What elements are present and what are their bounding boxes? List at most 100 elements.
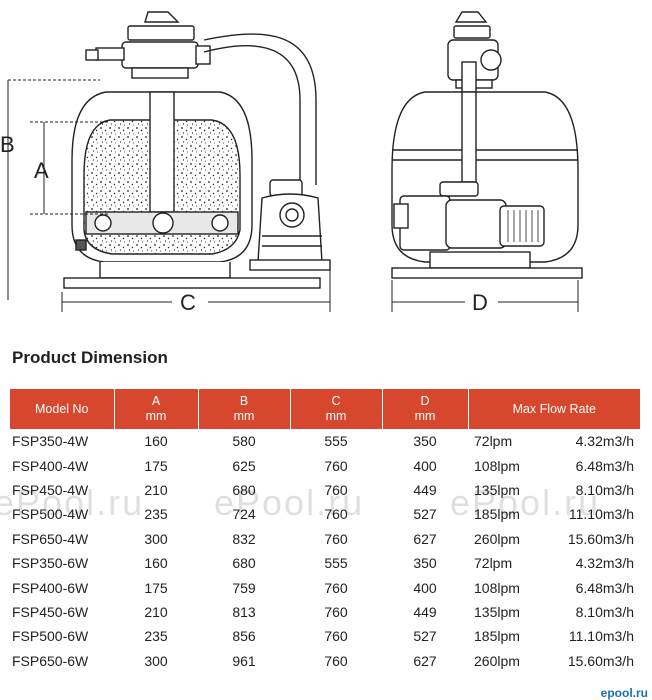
- cell-model: FSP500-4W: [12, 506, 89, 523]
- cell-a: 235: [144, 506, 168, 523]
- cell-max-flow: 185lpm 11.10m3/h: [468, 624, 640, 648]
- cell-max-flow: 108lpm 6.48m3/h: [468, 453, 640, 477]
- cell-model: FSP500-6W: [12, 628, 89, 645]
- header-b-unit: mm: [233, 409, 255, 423]
- cell-flow-m3h: 15.60m3/h: [567, 530, 634, 547]
- cell-a: 175: [144, 457, 168, 474]
- dimension-label-a: A: [34, 158, 49, 183]
- cell-d: 627: [413, 530, 437, 547]
- cell-c: 760: [324, 628, 348, 645]
- cell-flow-lpm: 260lpm: [474, 530, 520, 547]
- cell-a: 160: [144, 433, 168, 450]
- table-row: FSP350-6W 160 680 555 350 72lpm 4.32m3/h: [10, 551, 640, 575]
- cell-b: 724: [232, 506, 256, 523]
- cell-d: 527: [413, 506, 437, 523]
- cell-flow-lpm: 185lpm: [474, 628, 520, 645]
- corner-logo: epool.ru: [600, 686, 648, 700]
- cell-b: 580: [232, 433, 256, 450]
- cell-flow-m3h: 11.10m3/h: [568, 628, 634, 645]
- cell-flow-lpm: 72lpm: [474, 555, 513, 572]
- header-max-flow: Max Flow Rate: [468, 389, 640, 429]
- cell-d: 627: [413, 652, 437, 669]
- cell-d: 350: [413, 433, 437, 450]
- cell-d: 449: [413, 603, 437, 620]
- header-a-label: A: [151, 394, 161, 408]
- cell-flow-lpm: 108lpm: [474, 579, 520, 596]
- cell-flow-m3h: 4.32m3/h: [575, 433, 634, 450]
- header-a-unit: mm: [145, 409, 167, 423]
- cell-max-flow: 260lpm 15.60m3/h: [468, 527, 640, 551]
- cell-model: FSP650-4W: [12, 530, 89, 547]
- front-view: [63, 11, 331, 289]
- header-d-label: D: [420, 394, 430, 408]
- cell-model: FSP350-6W: [12, 555, 89, 572]
- cell-a: 300: [144, 530, 168, 547]
- cell-b: 680: [232, 481, 256, 498]
- cell-a: 235: [144, 628, 168, 645]
- cell-c: 760: [324, 481, 348, 498]
- dimension-lines-side: [391, 280, 579, 312]
- side-view: [391, 11, 583, 279]
- header-b-label: B: [239, 394, 249, 408]
- cell-model: FSP350-4W: [12, 433, 89, 450]
- cell-d: 527: [413, 628, 437, 645]
- cell-max-flow: 135lpm 8.10m3/h: [468, 600, 640, 624]
- cell-d: 350: [413, 555, 437, 572]
- cell-flow-lpm: 72lpm: [474, 433, 513, 450]
- cell-max-flow: 260lpm 15.60m3/h: [468, 649, 640, 673]
- cell-b: 680: [232, 555, 256, 572]
- cell-c: 760: [324, 652, 348, 669]
- cell-flow-m3h: 6.48m3/h: [575, 457, 634, 474]
- cell-d: 400: [413, 579, 437, 596]
- cell-model: FSP650-6W: [12, 652, 89, 669]
- cell-model: FSP450-4W: [12, 481, 89, 498]
- cell-c: 760: [324, 506, 348, 523]
- cell-flow-m3h: 8.10m3/h: [575, 603, 634, 620]
- cell-flow-lpm: 135lpm: [474, 603, 520, 620]
- header-c-unit: mm: [325, 409, 347, 423]
- cell-d: 449: [413, 481, 437, 498]
- cell-flow-m3h: 8.10m3/h: [575, 481, 634, 498]
- cell-model: FSP400-4W: [12, 457, 89, 474]
- cell-d: 400: [413, 457, 437, 474]
- cell-flow-lpm: 108lpm: [474, 457, 520, 474]
- cell-c: 555: [324, 555, 348, 572]
- cell-flow-lpm: 185lpm: [474, 506, 520, 523]
- section-title: Product Dimension: [12, 348, 168, 367]
- header-c-label: C: [331, 394, 341, 408]
- cell-b: 759: [232, 579, 256, 596]
- cell-flow-m3h: 4.32m3/h: [575, 555, 634, 572]
- cell-c: 760: [324, 603, 348, 620]
- cell-max-flow: 135lpm 8.10m3/h: [468, 478, 640, 502]
- cell-c: 760: [324, 530, 348, 547]
- cell-max-flow: 72lpm 4.32m3/h: [468, 551, 640, 575]
- technical-drawing: B A C D: [0, 11, 583, 315]
- dimension-label-c: C: [180, 290, 196, 315]
- cell-flow-m3h: 15.60m3/h: [567, 652, 634, 669]
- cell-flow-lpm: 260lpm: [474, 652, 520, 669]
- cell-a: 160: [144, 555, 168, 572]
- cell-a: 210: [144, 481, 168, 498]
- dimension-lines-front: [7, 79, 331, 312]
- cell-flow-lpm: 135lpm: [474, 481, 520, 498]
- dimension-label-d: D: [472, 290, 488, 315]
- header-d-unit: mm: [414, 409, 436, 423]
- cell-b: 625: [232, 457, 256, 474]
